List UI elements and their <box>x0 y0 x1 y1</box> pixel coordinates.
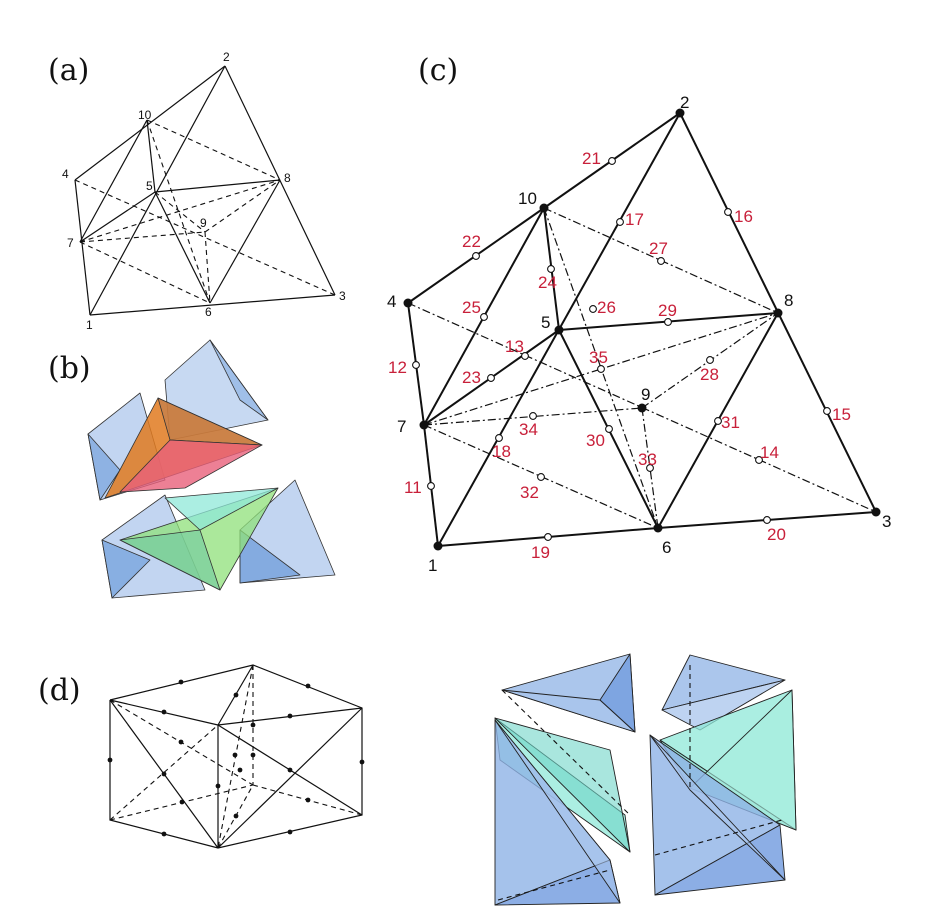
svg-text:9: 9 <box>200 216 207 230</box>
svg-text:3: 3 <box>882 512 891 531</box>
svg-text:14: 14 <box>760 443 779 462</box>
svg-text:18: 18 <box>492 442 511 461</box>
svg-text:7: 7 <box>397 417 406 436</box>
svg-text:1: 1 <box>428 556 437 575</box>
panel-a-solid-edges <box>74 65 336 316</box>
svg-text:24: 24 <box>538 273 557 292</box>
svg-text:1: 1 <box>86 318 93 332</box>
panel-c: (c) <box>387 53 891 575</box>
svg-text:19: 19 <box>531 543 550 562</box>
panel-b-lower-cluster <box>101 479 336 599</box>
svg-text:13: 13 <box>505 337 524 356</box>
svg-text:34: 34 <box>519 420 538 439</box>
svg-text:26: 26 <box>597 298 616 317</box>
svg-text:35: 35 <box>589 348 608 367</box>
svg-text:5: 5 <box>146 179 153 193</box>
svg-text:21: 21 <box>582 149 601 168</box>
svg-text:31: 31 <box>721 413 740 432</box>
panel-d-label: (d) <box>38 673 81 708</box>
panel-b-upper-cluster <box>87 339 269 501</box>
svg-text:11: 11 <box>404 478 422 497</box>
panel-c-midnode-labels: 11 12 13 14 15 16 17 18 19 20 21 22 23 2… <box>388 149 851 562</box>
svg-text:3: 3 <box>339 289 346 303</box>
svg-text:9: 9 <box>641 385 650 404</box>
panel-a-dashed-edges <box>74 119 336 304</box>
panel-c-vertex-labels: 1 2 3 4 5 6 7 8 9 10 <box>387 93 891 575</box>
svg-text:15: 15 <box>832 405 851 424</box>
panel-d-exploded-hidden <box>497 665 783 901</box>
panel-d-cube-nodes <box>107 679 365 837</box>
panel-b: (b) <box>48 339 336 599</box>
svg-text:30: 30 <box>586 431 605 450</box>
svg-text:28: 28 <box>700 365 719 384</box>
svg-text:10: 10 <box>138 108 152 122</box>
panel-d-exploded-tetrahedra <box>494 653 797 906</box>
svg-text:5: 5 <box>541 313 550 332</box>
svg-text:23: 23 <box>462 368 481 387</box>
svg-text:4: 4 <box>62 167 69 181</box>
svg-text:16: 16 <box>734 207 753 226</box>
panel-a-label: (a) <box>48 53 89 88</box>
panel-a-vertex-labels: 1 2 3 4 5 6 7 8 9 10 <box>62 50 346 332</box>
svg-text:10: 10 <box>518 189 537 208</box>
svg-text:27: 27 <box>649 239 668 258</box>
svg-text:4: 4 <box>387 292 396 311</box>
svg-text:29: 29 <box>658 301 677 320</box>
panel-b-label: (b) <box>48 351 91 386</box>
svg-text:20: 20 <box>767 525 786 544</box>
svg-text:8: 8 <box>284 171 291 185</box>
svg-text:33: 33 <box>638 450 657 469</box>
svg-text:6: 6 <box>205 305 212 319</box>
svg-text:25: 25 <box>462 298 481 317</box>
svg-text:12: 12 <box>388 358 407 377</box>
svg-text:2: 2 <box>680 93 689 112</box>
panel-a: (a) 1 2 <box>48 50 346 332</box>
svg-text:17: 17 <box>625 210 644 229</box>
panel-d: (d) <box>38 653 797 906</box>
panel-c-vertices <box>403 108 881 551</box>
panel-c-label: (c) <box>418 53 458 88</box>
panel-c-midnodes <box>412 157 831 541</box>
svg-text:6: 6 <box>662 538 671 557</box>
svg-text:22: 22 <box>462 232 481 251</box>
svg-text:2: 2 <box>223 50 230 64</box>
svg-text:8: 8 <box>784 291 793 310</box>
svg-text:7: 7 <box>67 236 74 250</box>
svg-text:32: 32 <box>520 483 539 502</box>
